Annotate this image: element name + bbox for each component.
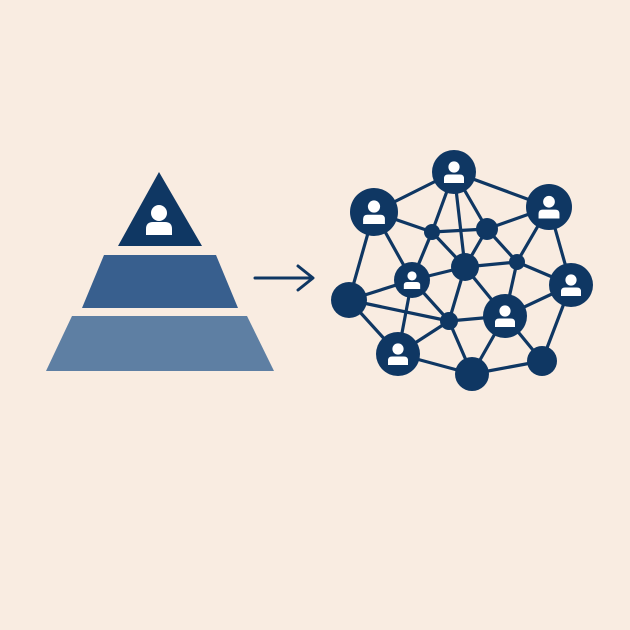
person-icon-body (561, 287, 581, 296)
person-icon-body (444, 174, 464, 183)
person-icon (565, 274, 577, 286)
person-node (549, 263, 593, 307)
person-node (483, 294, 527, 338)
right-arrow-icon (253, 264, 315, 292)
person-icon (448, 161, 460, 173)
person-icon (367, 200, 381, 213)
person-node (526, 184, 572, 230)
person-icon-body (403, 282, 421, 289)
person-icon (146, 205, 172, 235)
pyramid-icon (46, 172, 274, 371)
network-node (527, 346, 557, 376)
network-node (455, 357, 489, 391)
network-node (509, 254, 525, 270)
network-node (476, 218, 498, 240)
person-icon (543, 195, 555, 208)
network-node (424, 224, 440, 240)
person-node (350, 188, 398, 236)
person-icon (499, 305, 511, 317)
network-node (331, 282, 367, 318)
person-node (394, 262, 430, 298)
pyramid-bottom-tier (46, 316, 274, 371)
person-node (376, 332, 420, 376)
network-nodes (331, 150, 593, 391)
network-node (440, 312, 458, 330)
network-graph-icon (331, 150, 593, 391)
person-icon-body (538, 209, 560, 219)
person-icon-body (495, 318, 515, 327)
pyramid-middle-tier (82, 255, 238, 308)
person-icon (392, 343, 404, 355)
person-icon-body (363, 214, 385, 224)
person-icon-body (388, 356, 408, 365)
network-node (451, 253, 479, 281)
person-icon (407, 271, 417, 281)
person-node (432, 150, 476, 194)
